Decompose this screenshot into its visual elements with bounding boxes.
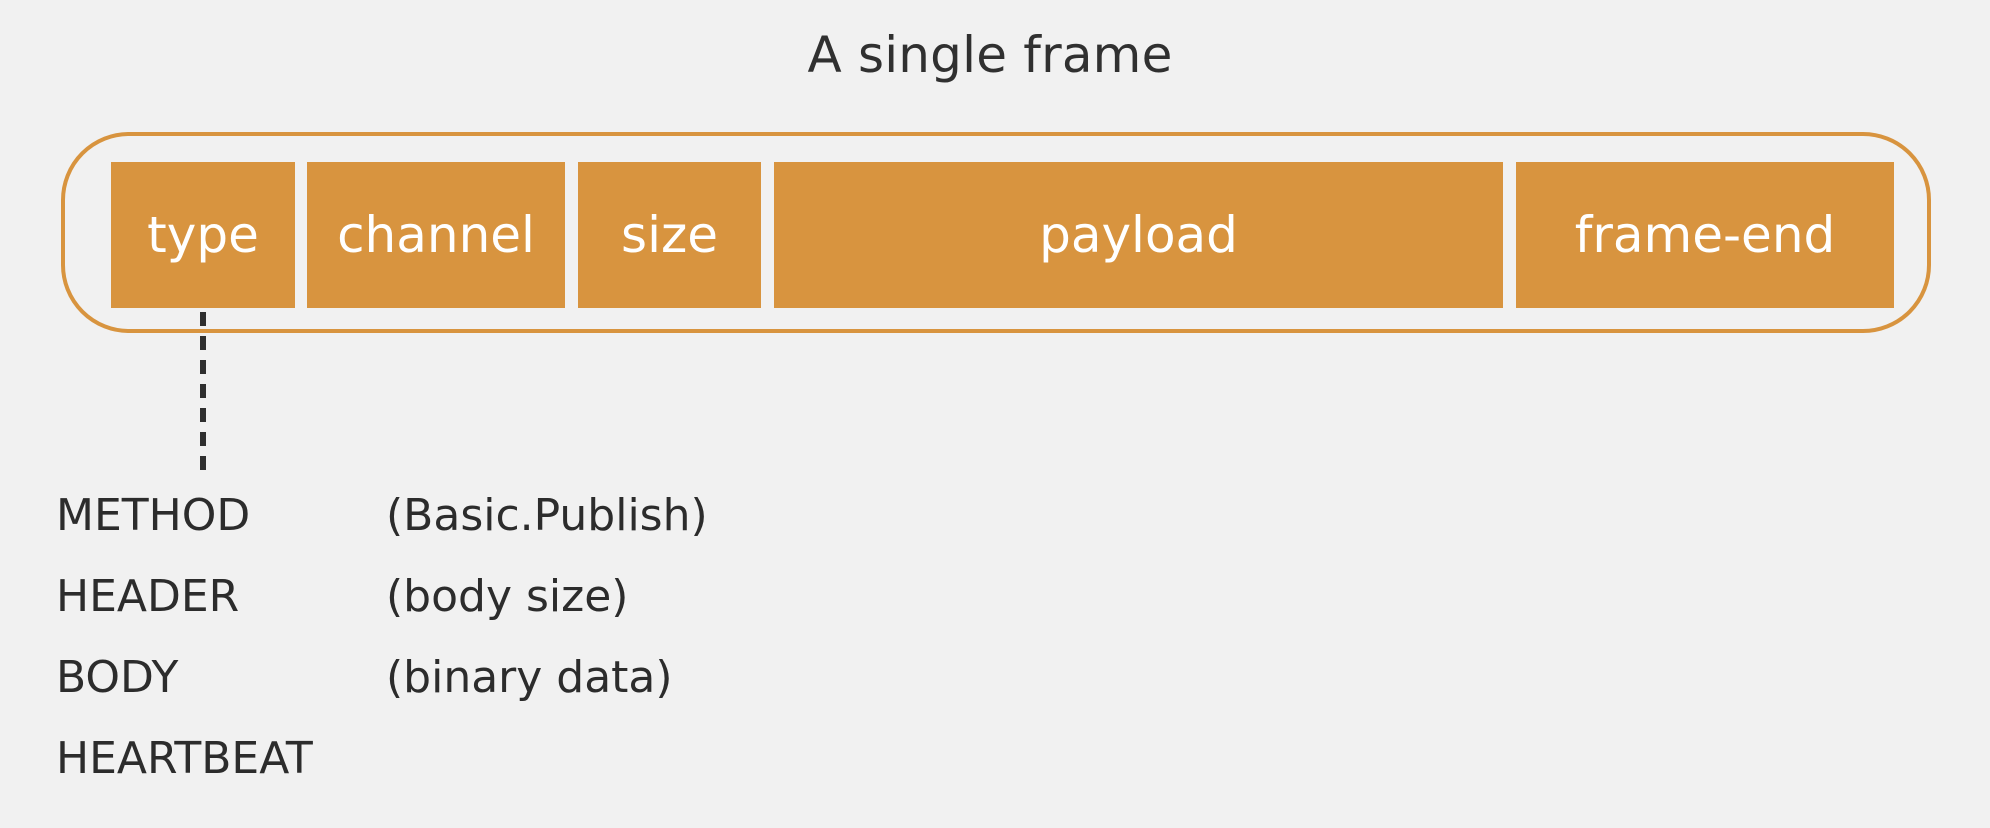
- type-name: METHOD: [56, 490, 251, 541]
- type-name: BODY: [56, 652, 179, 703]
- type-name: HEADER: [56, 571, 240, 622]
- field-size: size: [578, 162, 761, 308]
- type-name: HEARTBEAT: [56, 733, 313, 784]
- diagram-title: A single frame: [807, 26, 1173, 84]
- frame-outline: [61, 132, 1931, 333]
- field-channel: channel: [307, 162, 565, 308]
- type-connector-line: [200, 312, 206, 480]
- type-description: (binary data): [386, 652, 673, 703]
- type-description: (body size): [386, 571, 629, 622]
- field-frame-end: frame-end: [1516, 162, 1894, 308]
- field-payload: payload: [774, 162, 1503, 308]
- field-type: type: [111, 162, 295, 308]
- type-description: (Basic.Publish): [386, 490, 708, 541]
